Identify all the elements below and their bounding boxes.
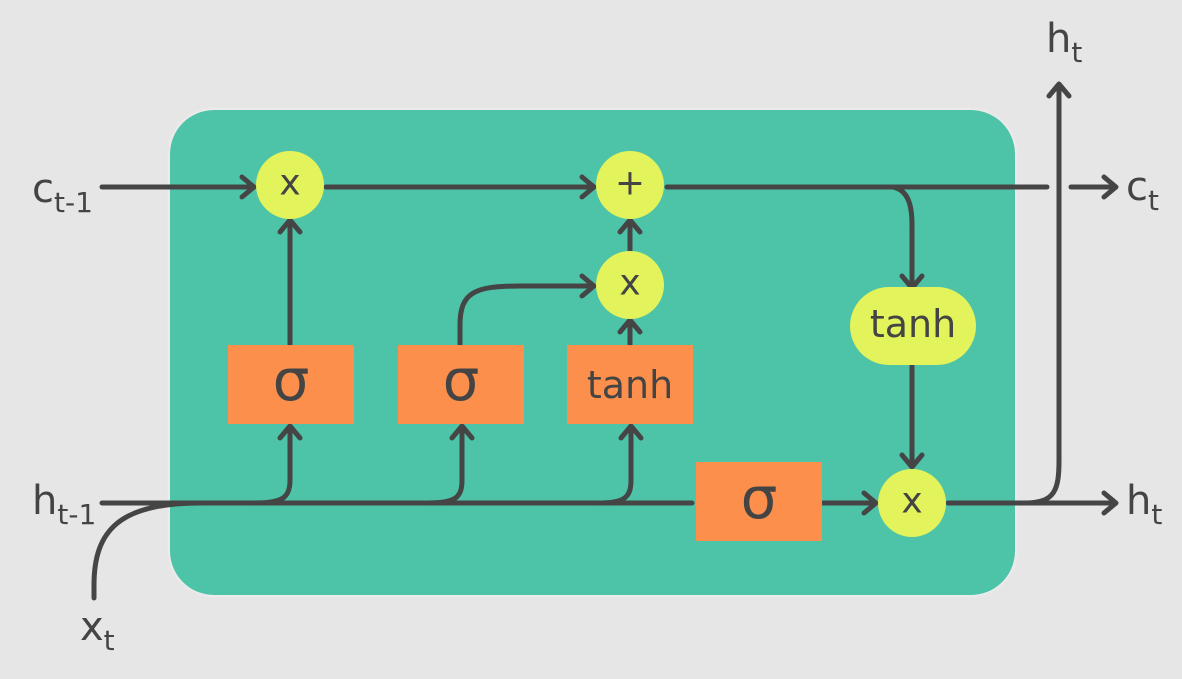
wire-bus-to-candidate xyxy=(595,425,634,506)
output-gate-label: σ xyxy=(741,464,778,532)
forget-gate-label: σ xyxy=(273,346,310,414)
output-label-ct: ct xyxy=(1126,164,1159,217)
wire-cell-state-to-tanh xyxy=(890,184,915,289)
cell-tanh-label: tanh xyxy=(870,302,956,346)
arrowhead-add-bottom xyxy=(617,217,643,235)
forget-multiply-symbol: x xyxy=(279,163,300,204)
input-label-cprev: ct-1 xyxy=(32,166,93,219)
wire-bus-to-input-gate xyxy=(425,425,465,506)
pointwise-output-multiply: x xyxy=(878,469,946,537)
arrowhead-forget-gate xyxy=(277,423,303,441)
add-symbol: + xyxy=(615,163,645,204)
arrowhead-ht-top xyxy=(1046,81,1072,99)
wire-xt-curve xyxy=(91,500,203,601)
output-label-ht-right: ht xyxy=(1126,478,1162,531)
input-gate-label: σ xyxy=(443,346,480,414)
layer-input-gate: σ xyxy=(398,345,524,424)
wire-output-to-ht-top xyxy=(1022,83,1062,506)
pointwise-add: + xyxy=(596,151,664,219)
layer-output-gate: σ xyxy=(696,462,822,541)
arrowhead-candidate xyxy=(618,423,644,441)
pointwise-input-multiply: x xyxy=(596,251,664,319)
input-multiply-symbol: x xyxy=(619,263,640,304)
layer-candidate: tanh xyxy=(567,345,693,424)
arrowhead-output-mult-left xyxy=(861,490,879,516)
connections xyxy=(91,81,1119,601)
candidate-label: tanh xyxy=(587,363,673,407)
wire-bus-to-forget-gate xyxy=(252,425,293,506)
arrowhead-add-left xyxy=(579,174,597,200)
arrowhead-forget-mult-left xyxy=(239,174,257,200)
pointwise-cell-tanh: tanh xyxy=(850,287,976,365)
arrowhead-ct xyxy=(1101,174,1119,200)
layer-forget-gate: σ xyxy=(228,345,354,424)
output-label-ht-top: ht xyxy=(1046,16,1082,69)
arrowhead-input-mult-left xyxy=(579,273,597,299)
arrowhead-ht-right xyxy=(1101,490,1119,516)
arrowhead-output-mult-top xyxy=(899,452,925,470)
arrowhead-input-gate xyxy=(449,423,475,441)
arrowhead-forget-mult-bottom xyxy=(277,217,303,235)
input-label-xt: xt xyxy=(80,604,115,657)
pointwise-forget-multiply: x xyxy=(256,151,324,219)
output-multiply-symbol: x xyxy=(901,481,922,522)
wire-input-gate-to-mult xyxy=(457,283,595,348)
input-label-hprev: ht-1 xyxy=(32,478,96,531)
arrowhead-input-mult-bottom xyxy=(617,317,643,335)
